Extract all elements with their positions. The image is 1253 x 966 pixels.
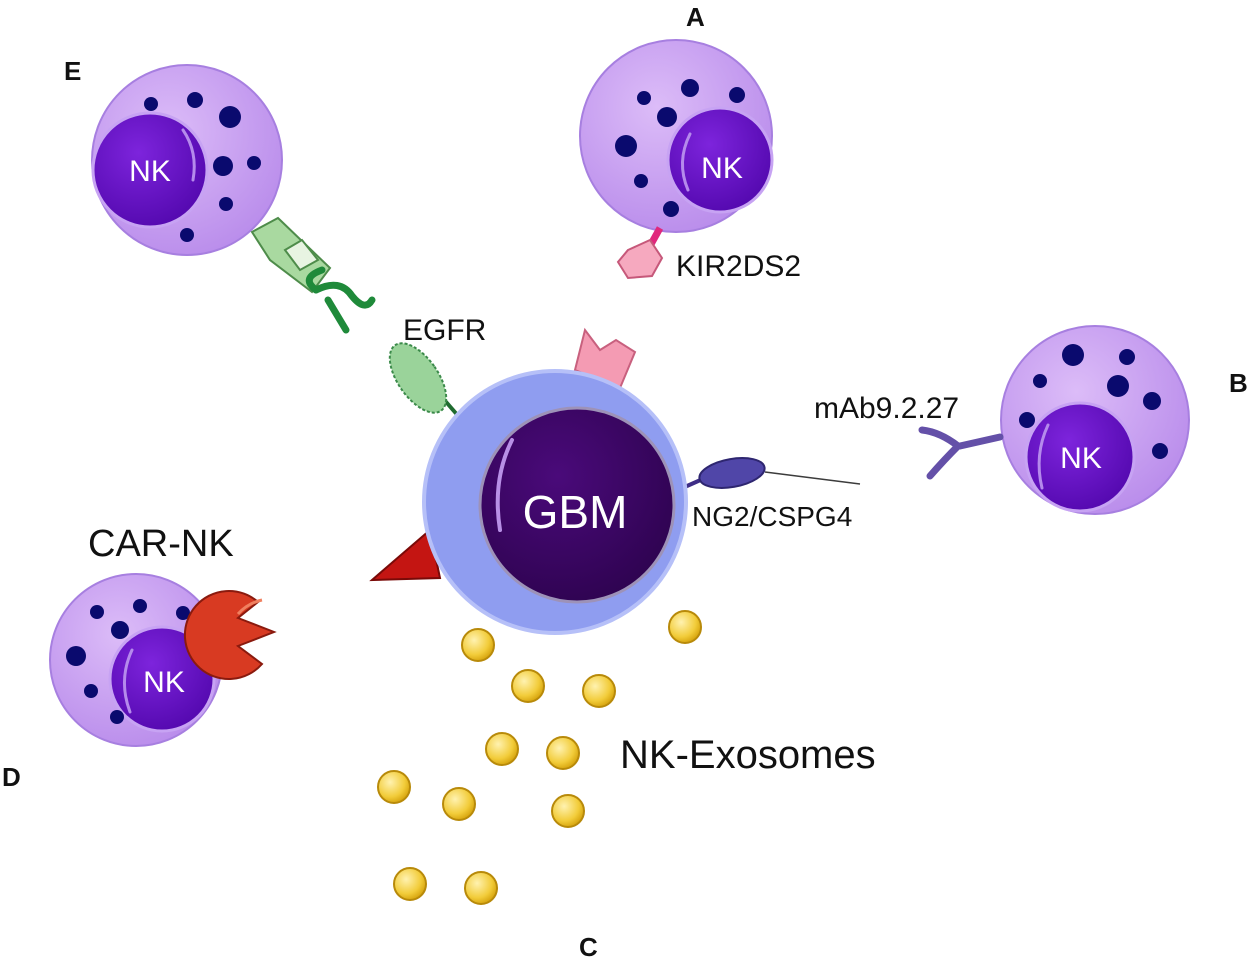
nk-nucleus [666, 106, 774, 214]
exosome [377, 770, 411, 804]
gbm-cell: GBM [369, 327, 766, 635]
granule [1143, 392, 1161, 410]
granule [247, 156, 261, 170]
nk-exosomes-group [377, 610, 702, 905]
egfr-label: EGFR [403, 314, 486, 347]
nk-label: NK [129, 155, 171, 188]
car-nk-label: CAR-NK [88, 523, 234, 565]
nk-label: NK [143, 666, 185, 699]
exosome [393, 867, 427, 901]
panel-label-a: A [686, 2, 705, 32]
granule [637, 91, 651, 105]
nk-cell-b: NK [1000, 325, 1190, 515]
granule [66, 646, 86, 666]
granule [1152, 443, 1168, 459]
granule [663, 201, 679, 217]
nk-label: NK [1060, 442, 1102, 475]
exosome [546, 736, 580, 770]
exosome [582, 674, 616, 708]
nk-nucleus [91, 111, 209, 229]
granule [187, 92, 203, 108]
granule [180, 228, 194, 242]
granule [219, 106, 241, 128]
granule [176, 606, 190, 620]
anti-egfr-antibody [305, 266, 376, 334]
granule [110, 710, 124, 724]
nk-label: NK [701, 152, 743, 185]
gbm-nucleus [478, 406, 676, 604]
exosome [485, 732, 519, 766]
nk-cell-a: NK [579, 39, 774, 233]
ng2-receptor [698, 457, 766, 489]
nk-cell-e: NK [91, 64, 283, 256]
granule [1119, 349, 1135, 365]
panel-label-e: E [64, 56, 81, 86]
granule [213, 156, 233, 176]
gbm-label: GBM [523, 486, 628, 538]
granule [144, 97, 158, 111]
ng2-link-line [764, 471, 861, 485]
egfr-receptor [388, 342, 448, 414]
granule [1107, 375, 1129, 397]
granule [657, 107, 677, 127]
ng2-label: NG2/CSPG4 [692, 501, 852, 532]
panel-label-c: C [579, 932, 598, 962]
kir2ds2-label: KIR2DS2 [676, 250, 801, 283]
granule [111, 621, 129, 639]
granule [729, 87, 745, 103]
exosome [511, 669, 545, 703]
exosome [442, 787, 476, 821]
mab-label: mAb9.2.27 [814, 392, 959, 425]
granule [615, 135, 637, 157]
granule [1062, 344, 1084, 366]
exosome [668, 610, 702, 644]
nk-exosomes-label: NK-Exosomes [620, 733, 876, 777]
granule [681, 79, 699, 97]
granule [90, 605, 104, 619]
panel-label-b: B [1229, 368, 1248, 398]
granule [634, 174, 648, 188]
mab-antibody [918, 426, 1004, 480]
granule [84, 684, 98, 698]
exosome [464, 871, 498, 905]
exosome [461, 628, 495, 662]
exosome [551, 794, 585, 828]
nk-nucleus [1024, 401, 1136, 513]
panel-label-d: D [2, 762, 21, 792]
granule [1019, 412, 1035, 428]
granule [219, 197, 233, 211]
granule [1033, 374, 1047, 388]
granule [133, 599, 147, 613]
kir2ds2-receptor [616, 238, 664, 280]
car-receptor [183, 590, 277, 680]
